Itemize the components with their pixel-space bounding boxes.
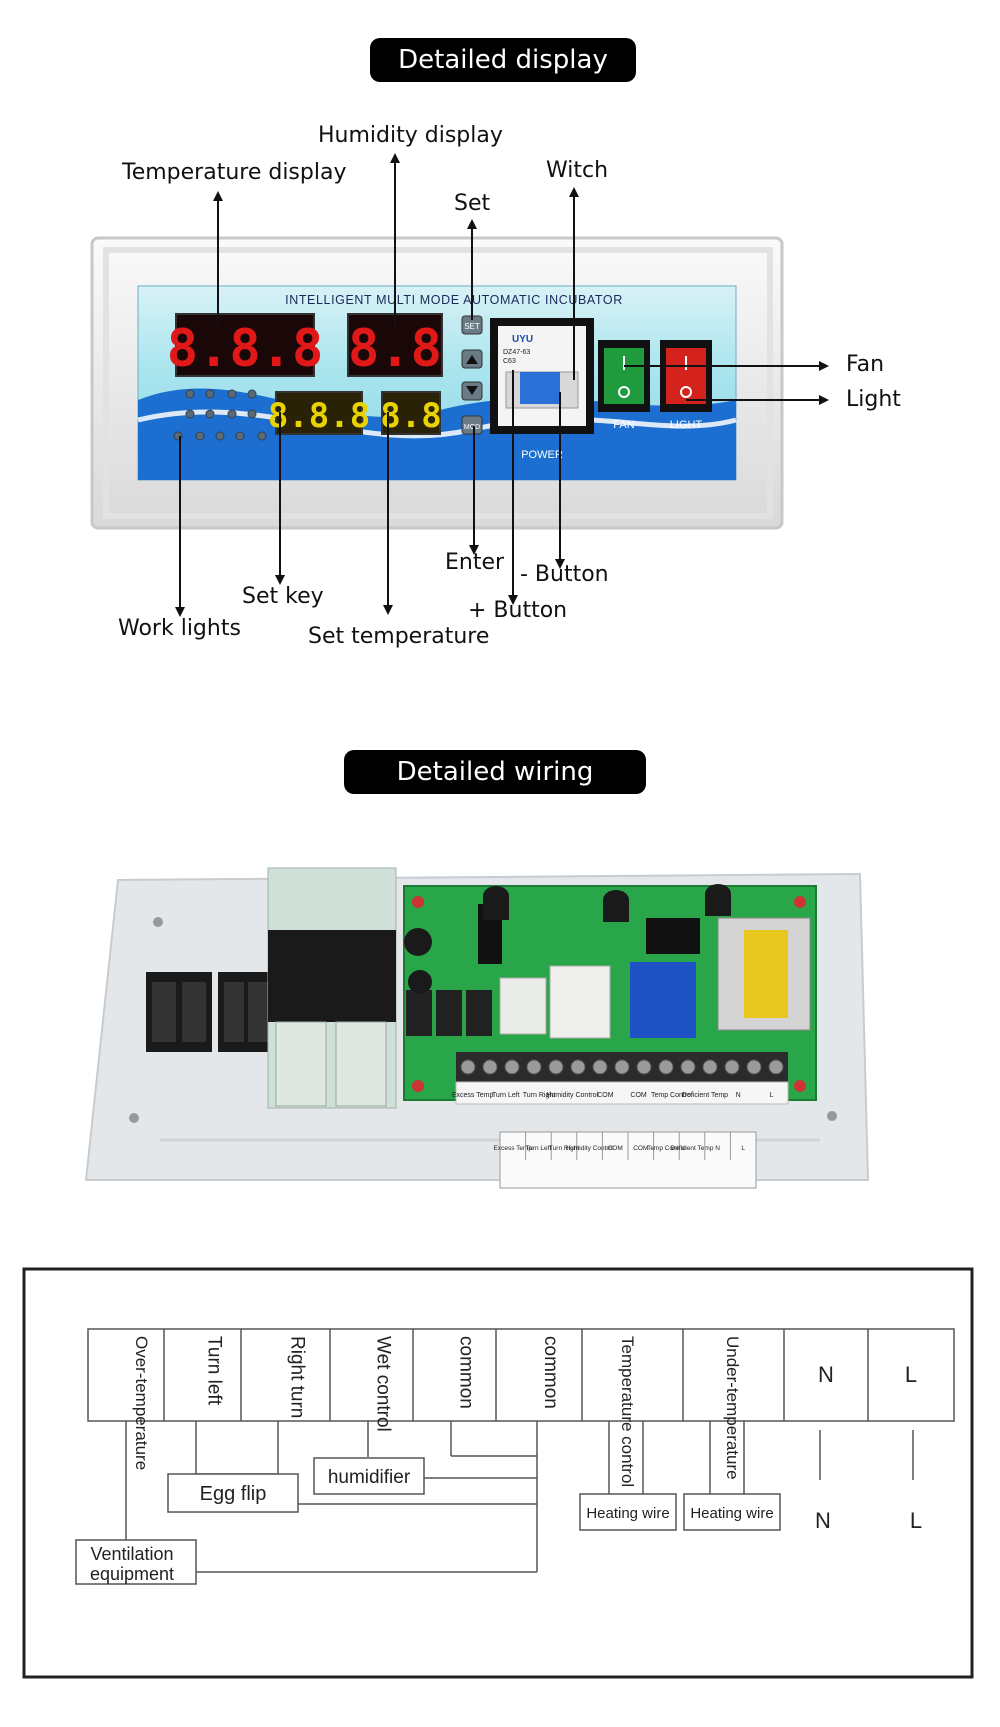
board-terminal-label: Temp Control (651, 1092, 693, 1099)
heating-wire-label-1: Heating wire (586, 1505, 669, 1522)
board-terminal-label: Turn Left (492, 1092, 520, 1099)
terminal-screw (460, 1059, 476, 1075)
board-terminal-label: L (769, 1092, 773, 1099)
terminal-screw (680, 1059, 696, 1075)
wiring-schematic: Over-temperature Turn left Right turn Wet c… (22, 1267, 974, 1679)
label-work-lights: Work lights (118, 616, 241, 641)
humidity-pv-readout: 8.8 (348, 319, 442, 379)
terminal-label-over-temperature: Over-temperature (132, 1336, 151, 1470)
board-terminal-label: Turn Right (523, 1092, 555, 1099)
heating-wire-label-2: Heating wire (690, 1505, 773, 1522)
temperature-sv-readout: 8.8.8 (268, 396, 370, 436)
terminal-screw (658, 1059, 674, 1075)
fan-label: FAN (613, 419, 634, 431)
board-terminal-label: COM (630, 1092, 647, 1099)
label-fan: Fan (846, 352, 885, 377)
label-temperature-display: Temperature display (122, 160, 347, 185)
ventilation-label-line2: equipment (90, 1564, 174, 1584)
sticker-terminal-label: COM (608, 1145, 623, 1152)
humidifier-label: humidifier (328, 1467, 411, 1488)
power-label: POWER (521, 449, 563, 461)
sticker-terminal-label: N (715, 1145, 720, 1152)
panel-title: INTELLIGENT MULTI MODE AUTOMATIC INCUBAT… (285, 293, 623, 307)
sticker-terminal-label: Humidity Control (566, 1145, 615, 1152)
terminal-screw (702, 1059, 718, 1075)
set-humidity-display (381, 391, 441, 435)
sticker-terminal-label: Excess Temp (494, 1145, 533, 1152)
sticker-terminal-label: L (741, 1145, 745, 1152)
terminal-row (87, 1328, 955, 1422)
sticker-terminal-label: Deficient Temp (671, 1145, 714, 1152)
terminal-screw (768, 1059, 784, 1075)
humidity-sv-readout: 8.8 (380, 396, 441, 436)
terminal-screw (548, 1059, 564, 1075)
enter-key (461, 415, 483, 435)
ventilation-box (75, 1539, 197, 1585)
board-terminal-label: COM (597, 1092, 614, 1099)
terminal-label-right-turn: Right turn (287, 1336, 308, 1418)
sticker-terminal-label: Temp Control (647, 1145, 686, 1152)
label-enter: Enter (445, 550, 505, 575)
controller-panel-illustration: INTELLIGENT MULTI MODE AUTOMATIC INCUBAT… (90, 153, 829, 617)
label-set: Set (454, 191, 491, 216)
detailed-display-title: Detailed display (370, 38, 636, 82)
detailed-wiring-title: Detailed wiring diagram (344, 750, 646, 831)
terminal-label-temperature-control: Temperature control (618, 1336, 637, 1487)
label-light: Light (846, 387, 901, 412)
ventilation-label-line1: Ventilation (90, 1544, 173, 1564)
label-set-temperature: Set temperature (308, 624, 490, 649)
sticker-terminal-label: Turn Left (526, 1145, 552, 1152)
label-set-key: Set key (242, 584, 324, 609)
terminal-label-l: L (905, 1362, 917, 1387)
terminal-screw (592, 1059, 608, 1075)
terminal-screw (482, 1059, 498, 1075)
temperature-display (175, 313, 315, 377)
light-label: LIGHT (670, 419, 703, 431)
terminal-screw (570, 1059, 586, 1075)
terminal-label-turn-left: Turn left (204, 1336, 225, 1406)
board-terminal-label: Humidity Control (546, 1092, 598, 1099)
enter-key-label: MOD (464, 424, 480, 431)
board-terminal-label: Excess Temp (452, 1092, 494, 1099)
temperature-pv-readout: 8.8.8 (167, 319, 324, 379)
sticker-terminal-label: Turn Right (549, 1145, 579, 1152)
terminal-label-n: N (818, 1362, 834, 1387)
heating-wire-box-2 (683, 1493, 781, 1531)
terminal-screw (746, 1059, 762, 1075)
egg-flip-box (167, 1473, 299, 1513)
breaker-rating: C63 (503, 358, 516, 365)
terminal-label-common: common (456, 1336, 477, 1409)
terminal-screw (526, 1059, 542, 1075)
terminal-label-common: common (540, 1336, 561, 1409)
breaker-brand: UYU (512, 334, 533, 345)
n-output-label: N (815, 1508, 831, 1533)
board-terminal-label: N (736, 1092, 741, 1099)
terminal-screw (614, 1059, 630, 1075)
breaker-model: DZ47-63 (503, 349, 530, 356)
set-temperature-display (275, 391, 363, 435)
label-witch: Witch (546, 158, 609, 183)
heating-wire-box-1 (579, 1493, 677, 1531)
terminal-label-under-temperature: Under-temperature (723, 1336, 742, 1480)
terminal-label-wet-control: Wet control (373, 1336, 394, 1432)
board-terminal-label: Deficient Temp (682, 1092, 728, 1099)
sticker-terminal-label: COM (633, 1145, 648, 1152)
blue-relay (630, 962, 696, 1038)
egg-flip-label: Egg flip (200, 1483, 267, 1505)
l-output-label: L (910, 1508, 922, 1533)
breaker-toggle (520, 372, 560, 404)
terminal-screw (724, 1059, 740, 1075)
terminal-screw (636, 1059, 652, 1075)
label-minus-button: - Button (520, 562, 609, 587)
humidifier-box (313, 1457, 425, 1495)
set-key-label: SET (464, 322, 480, 331)
work-lights (173, 389, 267, 441)
label-plus-button: + Button (468, 598, 568, 623)
terminal-screw (504, 1059, 520, 1075)
label-humidity-display: Humidity display (318, 123, 503, 148)
